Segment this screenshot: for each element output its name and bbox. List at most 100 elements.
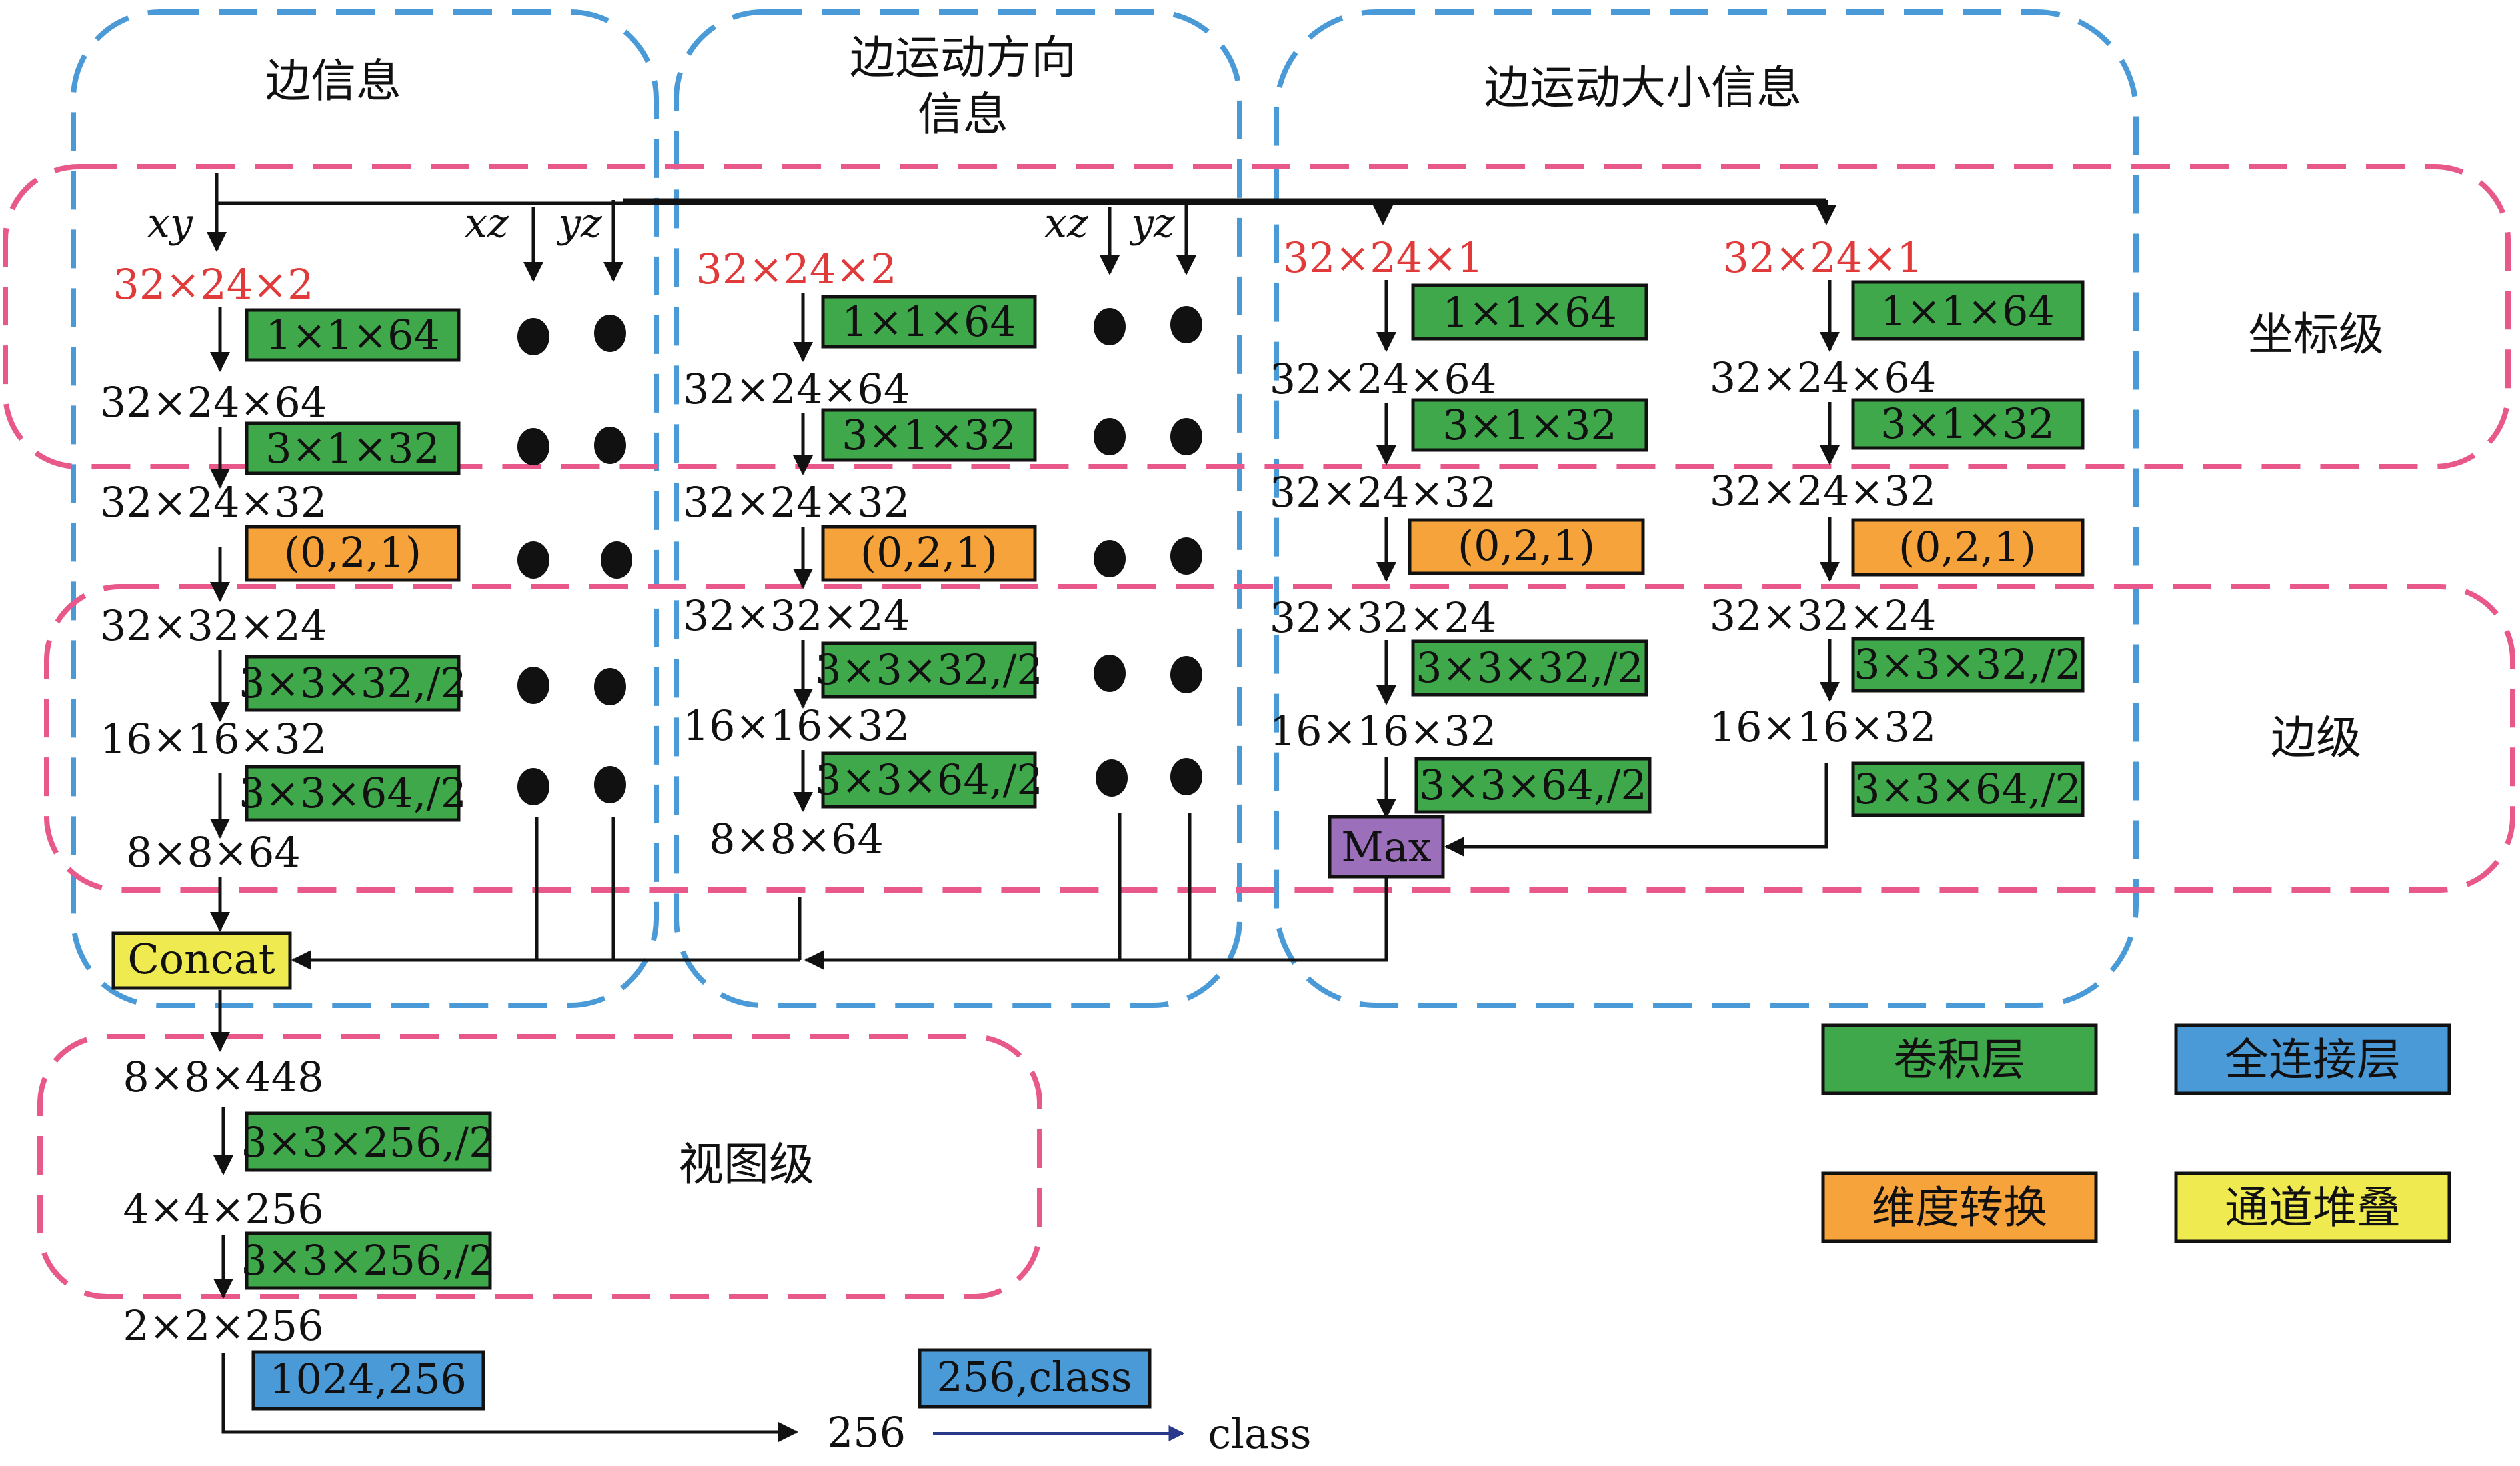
concat-node-label: Concat — [127, 935, 275, 983]
axis-label-yz-edge: yz — [556, 200, 602, 247]
magnitude-a-dim-32x24x32: 32×24×32 — [1270, 468, 1497, 517]
level-coordinate-border — [3, 164, 2511, 469]
level-view-label: 视图级 — [678, 1139, 814, 1191]
magnitude-b-conv-1x1x64 — [1851, 280, 2085, 341]
magnitude-a-dim-32x32x24: 32×32×24 — [1270, 593, 1497, 642]
axis-label-xz-direction: xz — [1044, 200, 1088, 247]
edge-permute-label: (0,2,1) — [284, 528, 421, 577]
input-distribution-lines — [207, 173, 1836, 282]
magnitude-b-conv-3x3x32-label: 3×3×32,/2 — [1854, 640, 2081, 689]
direction-conv-1x1x64-label: 1×1×64 — [842, 297, 1016, 346]
direction-conv-3x3x64-label: 3×3×64,/2 — [815, 755, 1043, 804]
magnitude-info-title: 边运动大小信息 — [1484, 62, 1802, 115]
magnitude-a-conv-3x3x32-label: 3×3×32,/2 — [1416, 643, 1644, 692]
view-conv-3x3x256-2-label: 3×3×256,/2 — [241, 1236, 495, 1285]
magnitude-b-input-dim: 32×24×1 — [1722, 233, 1923, 282]
edge-conv-3x3x32 — [245, 655, 461, 712]
magnitude-a-dim-32x24x64: 32×24×64 — [1270, 355, 1497, 403]
edge-branch: 32×24×2 1×1×64 32×24×64 3×1×32 32×24×32 … — [100, 260, 467, 932]
fc-1024-256 — [251, 1350, 485, 1411]
direction-ellipsis-dots — [1094, 306, 1202, 797]
view-conv-3x3x256-2 — [245, 1231, 492, 1290]
edge-side-lines — [535, 817, 615, 960]
magnitude-a-dim-16x16x32: 16×16×32 — [1270, 707, 1497, 755]
magnitude-branch-a: 32×24×1 1×1×64 32×24×64 3×1×32 32×24×32 … — [1270, 233, 1652, 819]
magnitude-b-conv-3x3x64 — [1851, 761, 2085, 817]
direction-dim-16x16x32: 16×16×32 — [683, 701, 910, 750]
column-edge-border — [71, 9, 659, 1008]
direction-conv-3x3x32 — [821, 641, 1037, 699]
direction-branch: 32×24×2 1×1×64 32×24×64 3×1×32 32×24×32 … — [683, 245, 1043, 960]
edge-ellipsis-dots — [517, 315, 632, 805]
direction-input-dim: 32×24×2 — [696, 245, 896, 293]
direction-conv-1x1x64 — [821, 295, 1037, 349]
fc-256-class-label: 256,class — [936, 1353, 1132, 1401]
legend-transform-swatch — [1821, 1171, 2098, 1243]
axis-label-xy: xy — [147, 200, 193, 247]
edge-conv-3x1x32-label: 3×1×32 — [265, 424, 440, 473]
direction-conv-3x1x32 — [821, 408, 1037, 462]
direction-permute-label: (0,2,1) — [860, 528, 998, 577]
edge-conv-3x3x64 — [245, 765, 461, 822]
legend-transform-label: 维度转换 — [1872, 1182, 2047, 1233]
edge-conv-1x1x64-label: 1×1×64 — [265, 311, 440, 359]
view-dim-8x8x448: 8×8×448 — [123, 1053, 323, 1101]
legend-fc-swatch — [2174, 1023, 2451, 1095]
fc-1024-256-label: 1024,256 — [269, 1355, 467, 1403]
view-branch: 8×8×448 3×3×256,/2 4×4×256 3×3×256,/2 2×… — [123, 990, 1312, 1458]
edge-dim-32x24x32: 32×24×32 — [100, 478, 327, 527]
concat-merge-lines — [291, 877, 1388, 970]
magnitude-branch-b: 32×24×1 1×1×64 32×24×64 3×1×32 32×24×32 … — [1444, 233, 2085, 857]
column-magnitude-border — [1274, 9, 2139, 1008]
magnitude-a-conv-1x1x64-label: 1×1×64 — [1442, 288, 1617, 337]
direction-side-lines — [1118, 813, 1192, 960]
direction-permute — [821, 525, 1037, 582]
fc-256-class — [918, 1348, 1152, 1409]
direction-dim-32x32x24: 32×32×24 — [683, 591, 910, 640]
edge-input-dim: 32×24×2 — [113, 260, 313, 309]
direction-dim-8x8x64: 8×8×64 — [709, 815, 884, 863]
direction-info-title-line2: 信息 — [918, 89, 1008, 141]
magnitude-a-conv-3x3x32 — [1411, 639, 1648, 697]
magnitude-a-input-dim: 32×24×1 — [1282, 233, 1483, 282]
edge-dim-32x24x64: 32×24×64 — [100, 378, 327, 427]
column-direction-border — [674, 9, 1242, 1008]
edge-info-title: 边信息 — [265, 55, 401, 108]
magnitude-a-conv-3x3x64-label: 3×3×64,/2 — [1419, 761, 1647, 809]
edge-conv-1x1x64 — [245, 308, 461, 362]
view-dim-4x4x256: 4×4×256 — [123, 1185, 323, 1233]
legend: 卷积层 全连接层 维度转换 通道堆叠 — [1821, 1023, 2451, 1243]
view-conv-3x3x256-1 — [245, 1111, 492, 1172]
direction-conv-3x1x32-label: 3×1×32 — [842, 411, 1016, 459]
magnitude-a-conv-1x1x64 — [1411, 283, 1648, 341]
direction-conv-3x3x64 — [821, 751, 1037, 809]
magnitude-a-conv-3x3x64 — [1414, 757, 1652, 814]
direction-info-title-line1: 边运动方向 — [850, 32, 1076, 85]
magnitude-b-conv-3x1x32-label: 3×1×32 — [1880, 399, 2055, 448]
level-view-border — [37, 1034, 1042, 1299]
legend-fc-label: 全连接层 — [2225, 1034, 2401, 1085]
magnitude-b-conv-3x3x32 — [1851, 637, 2085, 693]
concat-node — [111, 931, 292, 990]
edge-conv-3x3x32-label: 3×3×32,/2 — [239, 659, 467, 707]
edge-conv-3x3x64-label: 3×3×64,/2 — [239, 769, 467, 817]
view-dim-2x2x256: 2×2×256 — [123, 1301, 323, 1350]
output-class: class — [1208, 1409, 1311, 1458]
level-coordinate-label: 坐标级 — [2248, 309, 2384, 361]
edge-conv-3x1x32 — [245, 421, 461, 475]
legend-conv-swatch — [1821, 1023, 2098, 1095]
level-edge-label: 边级 — [2271, 712, 2361, 765]
magnitude-b-conv-1x1x64-label: 1×1×64 — [1880, 287, 2055, 335]
magnitude-b-dim-32x32x24: 32×32×24 — [1710, 591, 1937, 640]
direction-dim-32x24x64: 32×24×64 — [683, 365, 910, 413]
magnitude-a-permute-label: (0,2,1) — [1458, 521, 1595, 570]
magnitude-b-permute — [1851, 518, 2085, 577]
edge-dim-16x16x32: 16×16×32 — [100, 715, 327, 763]
axis-label-xz-edge: xz — [465, 200, 509, 247]
edge-permute — [245, 525, 461, 582]
legend-conv-label: 卷积层 — [1893, 1034, 2025, 1085]
magnitude-b-dim-16x16x32: 16×16×32 — [1710, 703, 1937, 751]
magnitude-b-dim-32x24x64: 32×24×64 — [1710, 353, 1937, 402]
